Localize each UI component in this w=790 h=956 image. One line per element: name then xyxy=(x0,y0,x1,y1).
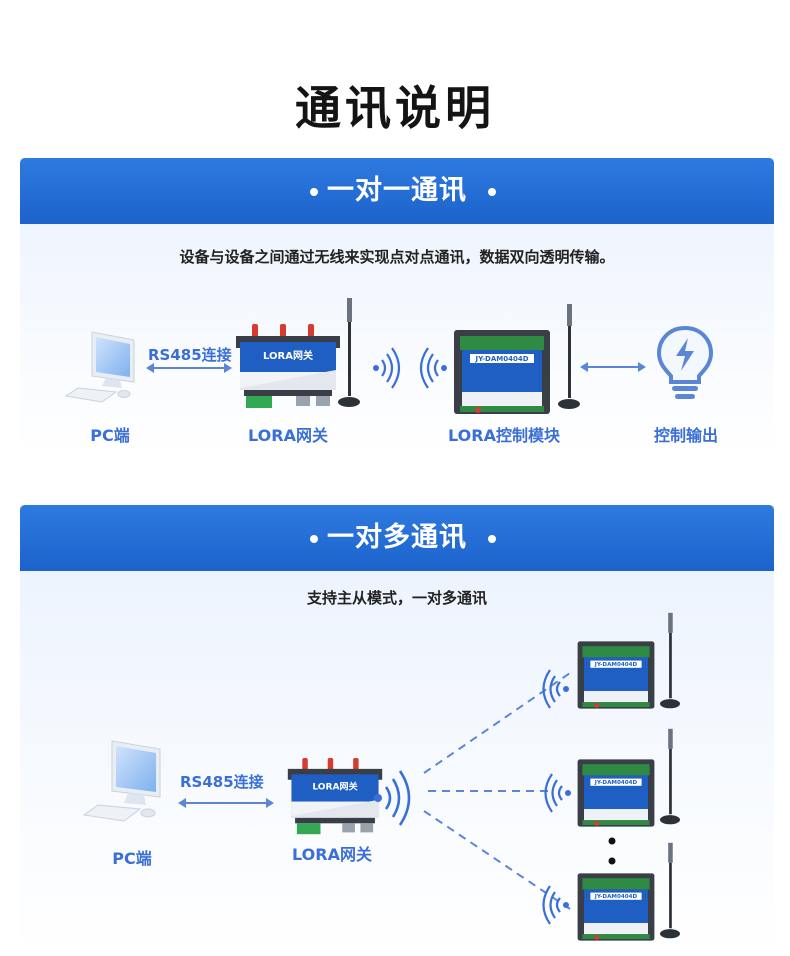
bidirectional-arrow-icon xyxy=(580,362,646,372)
page-title: 通讯说明 xyxy=(295,81,495,135)
bidirectional-arrow-icon xyxy=(178,798,274,808)
gateway-device-name: LORA网关 xyxy=(263,349,313,362)
bullet-left-icon xyxy=(310,535,318,543)
lightbulb-bolt-icon xyxy=(656,325,714,399)
antenna-icon xyxy=(338,298,360,407)
section-header-band: 一对多通讯 xyxy=(20,505,774,571)
pc-icon xyxy=(82,740,161,822)
bullet-left-icon xyxy=(310,188,318,196)
lora-control-module-icon: JY-DAM0404D xyxy=(577,873,655,941)
lora-control-module-icon: JY-DAM0404D xyxy=(454,330,550,414)
dashed-link-top xyxy=(423,672,571,774)
section-description: 设备与设备之间通过无线来实现点对点通讯，数据双向透明传输。 xyxy=(179,248,615,266)
section-title: 一对一通讯 xyxy=(327,175,467,206)
signal-wave-icon xyxy=(542,669,569,709)
module-model-label: JY-DAM0404D xyxy=(474,355,528,363)
section-description: 支持主从模式，一对多通讯 xyxy=(306,589,487,607)
section-one-to-one: 一对一通讯 设备与设备之间通过无线来实现点对点通讯，数据双向透明传输。 RS48… xyxy=(20,158,774,456)
caption-pc: PC端 xyxy=(90,426,130,445)
module-model-label: JY-DAM0404D xyxy=(594,780,638,786)
bullet-right-icon xyxy=(488,188,496,196)
caption-module: LORA控制模块 xyxy=(448,426,560,445)
rs485-link-label: RS485连接 xyxy=(180,773,264,791)
caption-pc: PC端 xyxy=(112,849,152,868)
gateway-device-name: LORA网关 xyxy=(312,781,358,793)
antenna-icon xyxy=(660,612,680,709)
signal-wave-icon xyxy=(544,773,571,813)
section-one-to-many: 一对多通讯 支持主从模式，一对多通讯 RS485连接 LO xyxy=(20,505,774,956)
pc-icon xyxy=(64,331,135,403)
section-header-band: 一对一通讯 xyxy=(20,158,774,224)
rs485-link-label: RS485连接 xyxy=(148,346,232,364)
signal-wave-icon xyxy=(373,347,401,389)
module-model-label: JY-DAM0404D xyxy=(594,894,638,900)
caption-output: 控制输出 xyxy=(653,426,718,445)
signal-wave-icon xyxy=(419,347,447,389)
lora-control-module-icon: JY-DAM0404D xyxy=(577,641,655,709)
lora-control-module-icon: JY-DAM0404D xyxy=(577,759,655,827)
lora-gateway-device-icon: LORA网关 xyxy=(236,324,340,408)
antenna-icon xyxy=(660,728,680,825)
caption-gateway: LORA网关 xyxy=(292,845,372,864)
bullet-right-icon xyxy=(488,535,496,543)
signal-wave-icon xyxy=(374,770,411,826)
antenna-icon xyxy=(660,842,680,939)
module-model-label: JY-DAM0404D xyxy=(594,662,638,668)
lora-gateway-device-icon: LORA网关 xyxy=(287,757,383,835)
bidirectional-arrow-icon xyxy=(146,363,232,373)
antenna-icon xyxy=(558,304,580,409)
caption-gateway: LORA网关 xyxy=(248,426,328,445)
section-title: 一对多通讯 xyxy=(327,522,467,553)
signal-wave-icon xyxy=(542,885,569,925)
